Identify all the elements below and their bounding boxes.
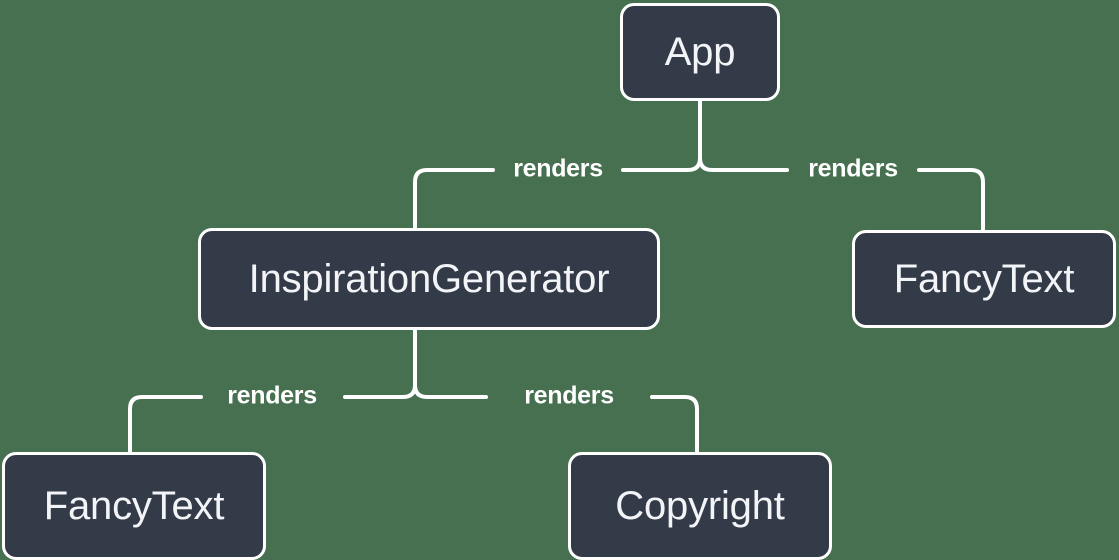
node-app-label: App: [664, 30, 736, 74]
edge-label-inspirationgenerator-copyright: renders: [524, 381, 614, 410]
node-app[interactable]: App: [620, 3, 780, 101]
node-copyright[interactable]: Copyright: [568, 452, 832, 560]
edge-label-app-inspirationgenerator: renders: [513, 154, 603, 183]
node-fancytext-left[interactable]: FancyText: [2, 452, 266, 560]
node-fancytext-right-label: FancyText: [893, 257, 1075, 301]
node-copyright-label: Copyright: [615, 484, 785, 528]
edge-label-inspirationgenerator-fancytext-left: renders: [227, 381, 317, 410]
node-fancytext-right[interactable]: FancyText: [852, 230, 1116, 328]
node-inspirationgenerator-label: InspirationGenerator: [248, 257, 610, 301]
node-inspirationgenerator[interactable]: InspirationGenerator: [198, 228, 660, 330]
edge-label-app-fancytext-right: renders: [808, 154, 898, 183]
node-fancytext-left-label: FancyText: [43, 484, 225, 528]
